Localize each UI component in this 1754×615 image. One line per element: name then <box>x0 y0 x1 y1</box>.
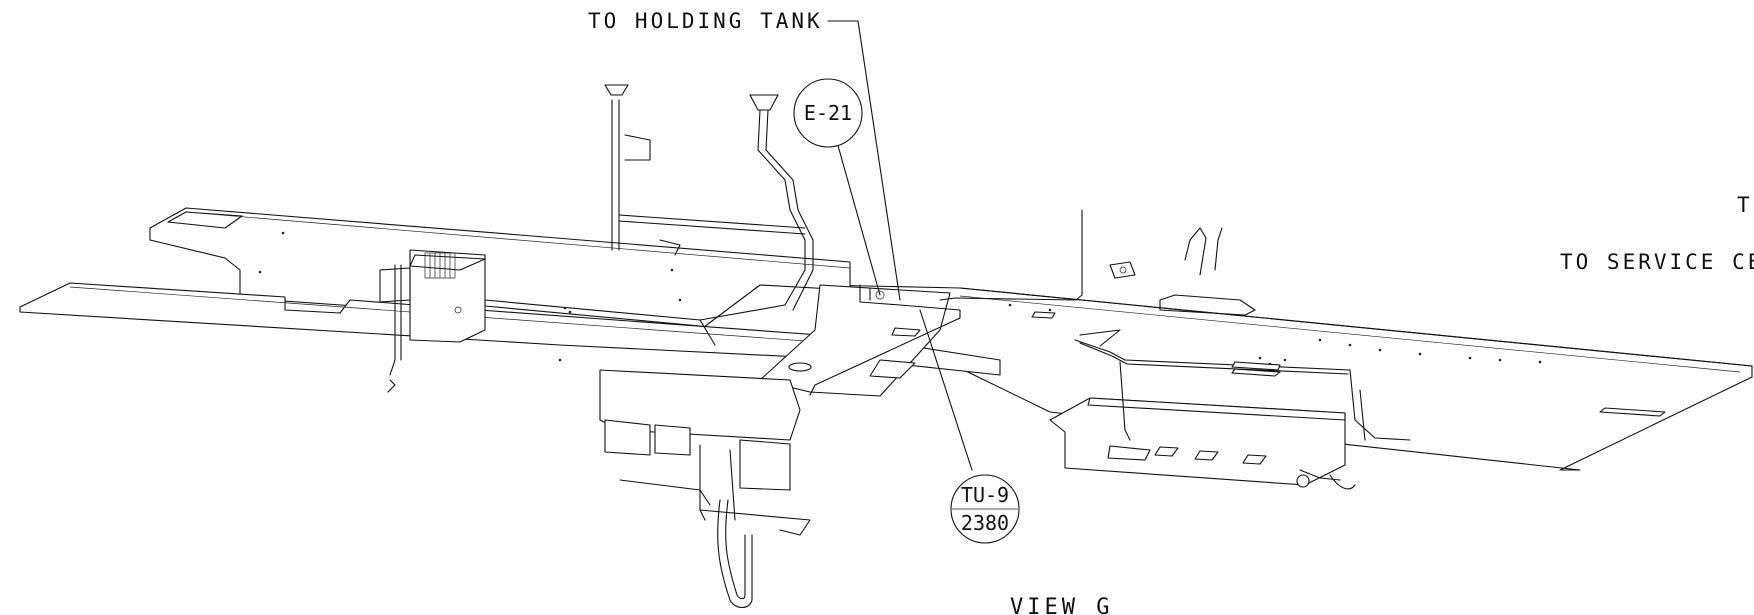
label-to-service-center: TO SERVICE CE <box>1560 250 1754 274</box>
callout-tu9-bottom: 2380 <box>961 511 1009 535</box>
callout-tu9-top: TU-9 <box>961 483 1009 507</box>
water-heater-box <box>409 249 486 343</box>
callout-e21-text: E-21 <box>804 101 852 125</box>
plate-1 <box>1031 311 1056 319</box>
floor-dots <box>258 231 1542 366</box>
pipes-right <box>1074 329 1411 441</box>
heater-vent <box>424 252 456 279</box>
tu9-leader <box>919 309 973 471</box>
view-title: VIEW G <box>1010 595 1113 615</box>
risers-upper <box>604 84 814 321</box>
plate-2 <box>1231 361 1281 371</box>
floor-panel-rear <box>149 207 851 331</box>
callout-e21: E-21 <box>793 78 863 148</box>
holding-tank-leader <box>809 20 961 396</box>
lower-center-assembly <box>599 369 811 609</box>
e21-leader <box>834 134 881 296</box>
fixture-right <box>1109 227 1256 316</box>
basement-tray <box>1049 397 1356 490</box>
pipes-left <box>379 264 716 393</box>
callout-tu9: TU-9 2380 <box>950 474 1020 544</box>
label-right-edge-fragment: T <box>1737 193 1753 217</box>
label-to-holding-tank: TO HOLDING TANK <box>588 9 823 33</box>
